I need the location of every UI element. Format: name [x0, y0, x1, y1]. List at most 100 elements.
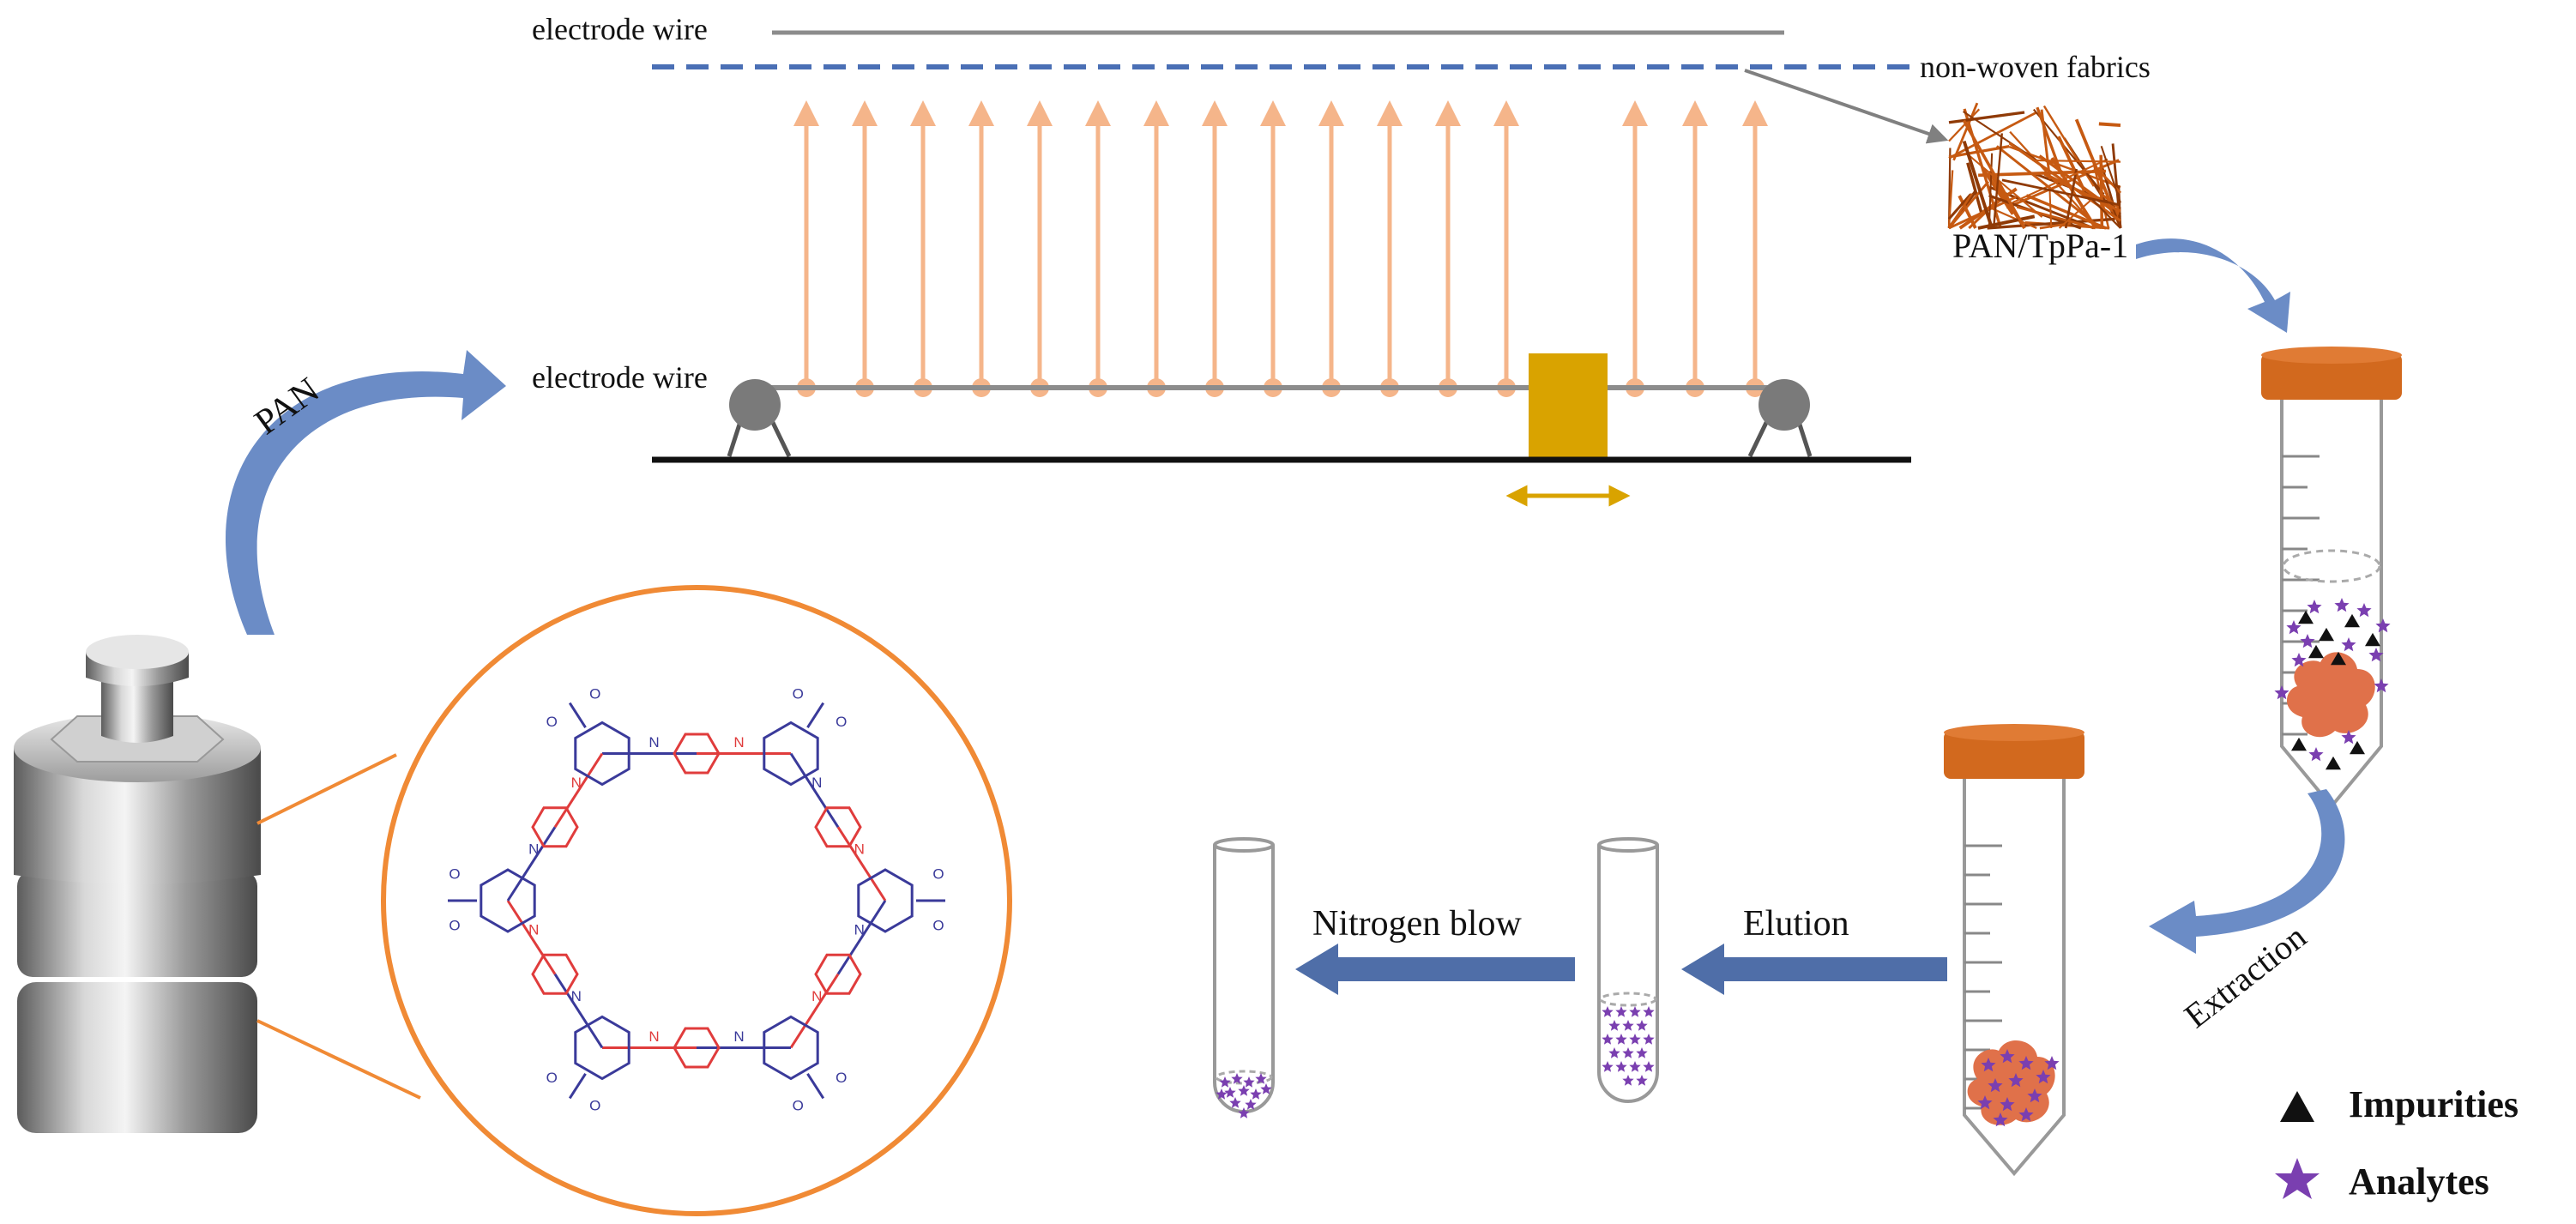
- nitrogen-atom: N: [528, 922, 539, 938]
- analyte-marker: [2018, 1107, 2034, 1122]
- extraction-tube-top-cap-top: [2261, 347, 2402, 364]
- non-woven-fabrics-label: non-woven fabrics: [1920, 50, 2151, 84]
- extraction-tube-top: [2261, 347, 2402, 810]
- nitrogen-blow-label: Nitrogen blow: [1312, 904, 1522, 944]
- analyte-marker: [2308, 747, 2324, 762]
- analyte-marker: [2291, 653, 2307, 667]
- oxygen-atom: O: [836, 714, 847, 730]
- zoom-line-bottom: [256, 1019, 421, 1100]
- fiber-strand: [2058, 196, 2096, 229]
- nitrogen-atom: N: [649, 734, 659, 751]
- oxygen-atom: O: [793, 1097, 804, 1113]
- imine-bond: [789, 973, 840, 1049]
- imine-bond: [553, 752, 604, 829]
- extraction-tube-bottom-cap: [1944, 731, 2084, 779]
- elution-arrow: [1681, 944, 1947, 995]
- extraction-tube-top-liquid-level: [2282, 549, 2381, 583]
- fiber-strand: [1958, 195, 1977, 229]
- analyte-marker: [1622, 1075, 1634, 1086]
- analyte-marker: [1608, 1020, 1620, 1031]
- oxygen-atom: O: [449, 917, 460, 933]
- imine-bond: [553, 973, 604, 1049]
- benzene-ring: [814, 953, 862, 995]
- nitrogen-atom: N: [733, 1028, 744, 1045]
- analyte-marker: [1615, 1006, 1627, 1017]
- analyte-marker: [1643, 1006, 1655, 1017]
- analyte-marker: [1229, 1097, 1241, 1108]
- oxygen-atom: O: [546, 1070, 558, 1086]
- left-pulley: [727, 379, 792, 458]
- elution-test-tube: [1597, 837, 1659, 1103]
- spinning-nozzle: [1529, 353, 1608, 458]
- analyte-marker: [2374, 678, 2389, 693]
- analyte-marker: [2300, 634, 2315, 648]
- fiber-strand: [1992, 133, 2003, 229]
- analyte-marker: [2000, 1097, 2015, 1112]
- analyte-marker: [2341, 730, 2356, 745]
- oxygen-atom: O: [589, 1097, 600, 1113]
- methyl-bond: [806, 1072, 825, 1100]
- legend-impurities-label: Impurities: [2349, 1083, 2519, 1125]
- analyte-marker: [2368, 648, 2384, 662]
- analyte-marker: [2044, 1056, 2060, 1070]
- fiber-strand: [2101, 172, 2122, 194]
- benzene-ring: [480, 868, 536, 933]
- analyte-marker: [1260, 1083, 1272, 1094]
- fiber-strand: [2012, 158, 2108, 204]
- fiber-strand: [1962, 140, 1994, 229]
- benzene-ring: [574, 1015, 630, 1081]
- analyte-marker: [1622, 1047, 1634, 1058]
- methyl-bond: [806, 702, 825, 729]
- fiber-strand: [2048, 185, 2053, 229]
- nitrogen-atom: N: [571, 775, 582, 791]
- fiber-strand: [2098, 122, 2121, 128]
- fiber-strand: [2032, 159, 2121, 163]
- benzene-ring: [531, 953, 579, 995]
- metal-reactor: [14, 635, 261, 1133]
- legend-analytes-symbol: [2275, 1158, 2320, 1199]
- legend-impurities-symbol: [2280, 1091, 2314, 1122]
- imine-bond: [506, 900, 557, 975]
- analyte-marker: [2000, 1049, 2015, 1064]
- imine-bond: [506, 826, 557, 901]
- impurity-marker: [2319, 627, 2334, 642]
- elution-test-tube-analytes: [1602, 1006, 1655, 1086]
- analyte-marker: [1622, 1020, 1634, 1031]
- fiber-strand: [1948, 112, 2036, 160]
- electrospinning-apparatus: electrode wire non-woven fabrics electro…: [532, 12, 2151, 507]
- top-electrode-wire-label: electrode wire: [532, 12, 708, 46]
- benzene-ring: [574, 721, 630, 787]
- nitrogen-atom: N: [854, 841, 865, 857]
- pan-curved-arrow: [225, 350, 506, 635]
- analyte-marker: [2286, 620, 2302, 635]
- analyte-marker: [2018, 1056, 2034, 1070]
- analyte-marker: [2375, 618, 2391, 633]
- fiber-strand: [1988, 206, 2037, 229]
- fiber-strand: [1948, 145, 2010, 159]
- fiber-to-tube-curved-arrow: [2136, 238, 2290, 333]
- analyte-marker: [1629, 1061, 1641, 1072]
- analyte-marker: [2341, 637, 2356, 652]
- oxygen-atom: O: [793, 686, 804, 702]
- analyte-marker: [1224, 1087, 1236, 1098]
- fiber-strand: [2016, 205, 2096, 230]
- spinning-jets: [793, 100, 1768, 397]
- fiber-strand: [1952, 102, 1979, 161]
- elution-label: Elution: [1743, 904, 1849, 944]
- fiber-strand: [1982, 167, 2015, 215]
- extraction-curved-arrow: [2149, 789, 2345, 954]
- pan-tppa-label: PAN/TpPa-1: [1952, 226, 2128, 265]
- oxygen-atom: O: [836, 1070, 847, 1086]
- nitrogen-atom: N: [733, 734, 744, 751]
- impurity-marker: [2331, 651, 2346, 666]
- fiber-strand: [1947, 180, 1990, 229]
- fiber-strand: [2064, 168, 2078, 229]
- right-pulley: [1747, 379, 1813, 458]
- analyte-marker: [1219, 1076, 1231, 1088]
- analyte-marker: [2334, 598, 2350, 612]
- analyte-marker: [1615, 1034, 1627, 1045]
- analyte-marker: [1245, 1099, 1257, 1110]
- analyte-marker: [1602, 1006, 1614, 1017]
- analyte-marker: [1629, 1006, 1641, 1017]
